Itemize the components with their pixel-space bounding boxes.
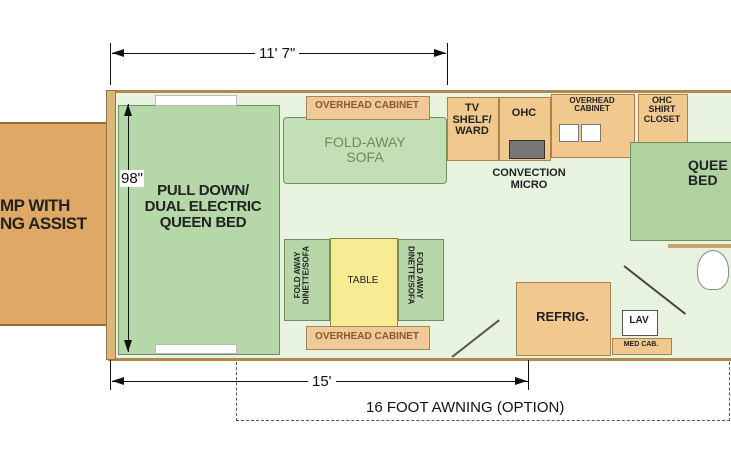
bed-arrow-bottom — [124, 340, 132, 352]
refrigerator — [516, 282, 611, 356]
refrigerator-label: REFRIG. — [536, 309, 589, 324]
med-cab-label: MED CAB. — [623, 341, 659, 348]
pulldown-bed — [118, 105, 280, 355]
bottom-arrow-left — [112, 377, 124, 385]
overhead-cabinet-bottom-label: OVERHEAD CABINET — [315, 331, 419, 342]
med-cabinet — [612, 338, 672, 355]
overhead-cabinet-bottom — [306, 326, 430, 350]
awning-outline — [236, 362, 730, 421]
fold-away-sofa-label: FOLD-AWAY SOFA — [324, 134, 406, 165]
fold-away-sofa — [283, 117, 447, 184]
dining-table — [330, 238, 398, 328]
overhead-cabinet-top — [306, 96, 430, 120]
bottom-dim-tick-right — [528, 360, 529, 390]
top-dim-label: 11' 7" — [255, 45, 300, 62]
bottom-dim-label: 15' — [308, 373, 336, 390]
ohc-shirt-closet-label: OHC SHIRT CLOSET — [643, 95, 681, 124]
convection-micro-label: CONVECTION MICRO — [492, 167, 566, 191]
awning-label: 16 FOOT AWNING (OPTION) — [366, 399, 565, 416]
pulldown-bed-pillow-bottom — [155, 344, 237, 354]
pulldown-bed-pillow — [155, 95, 237, 106]
lav-label: LAV — [629, 315, 649, 326]
ohc-label: OHC — [511, 107, 537, 119]
dinette-right-seat — [398, 239, 444, 321]
table-label: TABLE — [347, 275, 379, 286]
overhead-cabinet-small-label: OVERHEAD CABINET — [569, 96, 615, 114]
tv-shelf-ward — [447, 97, 499, 161]
bed-dim-line — [128, 104, 129, 352]
queen-bed-label: QUEE BED — [688, 157, 728, 188]
tv-shelf-label: TV SHELF/ WARD — [452, 102, 492, 138]
bed-arrow-top — [124, 104, 132, 116]
sink-icon — [559, 124, 579, 142]
dinette-left-label: FOLD AWAY DINETTE/SOFA — [293, 246, 311, 305]
top-dim-tick-left — [110, 43, 111, 85]
bottom-dim-tick-left — [110, 360, 111, 390]
bed-dim-label: 98" — [120, 170, 145, 187]
ohc-shirt-closet — [638, 94, 688, 144]
ramp-label: MP WITH NG ASSIST — [0, 196, 87, 233]
lavatory — [622, 310, 658, 336]
left-wall — [106, 90, 116, 360]
dinette-right-label: FOLD AWAY DINETTE/SOFA — [406, 246, 424, 305]
toilet-icon — [697, 250, 729, 290]
bath-wall — [668, 244, 731, 248]
pulldown-bed-label: PULL DOWN/ DUAL ELECTRIC QUEEN BED — [144, 182, 262, 231]
overhead-cabinet-top-label: OVERHEAD CABINET — [315, 100, 419, 111]
ramp-door — [0, 122, 117, 326]
sink-icon-right — [581, 124, 601, 142]
dinette-left-seat — [284, 239, 330, 321]
bottom-arrow-right — [515, 377, 527, 385]
top-arrow-left — [112, 49, 124, 57]
queen-bed — [630, 142, 731, 241]
top-arrow-right — [434, 49, 446, 57]
top-dim-tick-right — [447, 43, 448, 85]
convection-micro-icon — [509, 140, 545, 159]
